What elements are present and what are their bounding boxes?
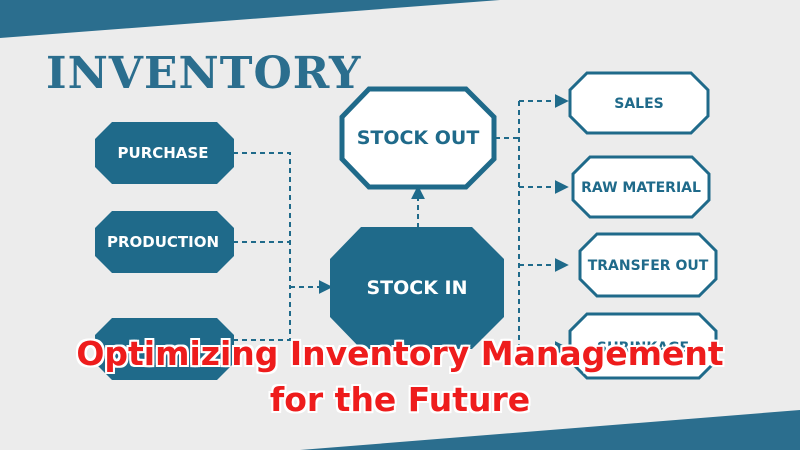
node-purchase-label: PURCHASE [118, 144, 209, 162]
node-stock-out: STOCK OUT [339, 86, 497, 190]
node-sales-label: SALES [614, 96, 664, 112]
node-production-label: PRODUCTION [107, 233, 219, 251]
bottom-band-decoration [300, 410, 800, 450]
caption-line-2: for the Future [269, 380, 531, 419]
connector-purchase [233, 152, 291, 287]
node-production: PRODUCTION [95, 211, 234, 273]
node-shrinkage: SHRINKAGE [568, 312, 718, 380]
node-transfer-out: TRANSFER OUT [578, 232, 718, 298]
node-stock-in-label: STOCK IN [366, 277, 467, 299]
node-transfer-out-label: TRANSFER OUT [588, 258, 709, 274]
node-left-bottom [95, 318, 234, 380]
caption-line-1: Optimizing Inventory Management [76, 334, 724, 373]
connectors-left [233, 152, 333, 341]
top-band-decoration [0, 0, 500, 38]
node-shrinkage-label: SHRINKAGE [597, 340, 689, 356]
node-raw-material: RAW MATERIAL [571, 155, 711, 219]
node-raw-material-label: RAW MATERIAL [581, 180, 701, 196]
node-stock-in: STOCK IN [330, 227, 504, 349]
connector-shrinkage-left [233, 287, 291, 341]
node-stock-out-label: STOCK OUT [357, 127, 480, 149]
diagram-title: INVENTORY [46, 48, 361, 99]
node-sales: SALES [568, 71, 710, 135]
connectors-right [495, 94, 569, 355]
node-purchase: PURCHASE [95, 122, 234, 184]
